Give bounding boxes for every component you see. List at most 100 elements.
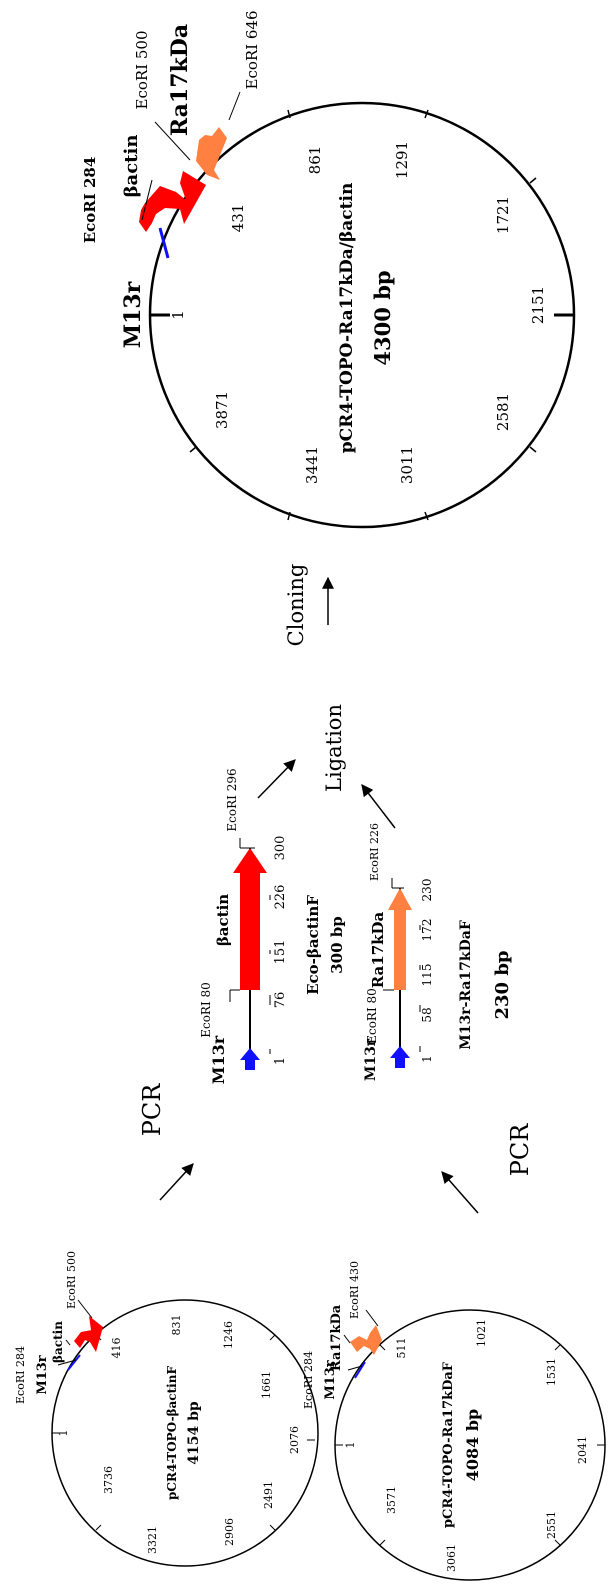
m13r-feature	[67, 1354, 81, 1371]
bactin-feature	[74, 1316, 103, 1352]
m13r-label: M13r	[209, 1035, 228, 1084]
bactin-feature	[233, 848, 267, 990]
bactin-label: βactin	[51, 1321, 65, 1363]
bactin-label: βactin	[121, 135, 142, 198]
leader-line	[154, 121, 191, 161]
ecori-646-label: EcoRI 646	[243, 11, 261, 90]
ecori-226-label: EcoRI 226	[368, 823, 381, 881]
m13r-feature	[158, 227, 170, 259]
tick-mark	[287, 109, 291, 119]
ligation-step: Ligation	[257, 704, 396, 829]
position-label: 1	[169, 310, 187, 320]
tick-mark	[379, 1539, 386, 1546]
ecori-284-label: EcoRI 284	[81, 157, 99, 244]
m13r-label: M13r	[323, 1360, 338, 1399]
plasmid-small-bactin-name: pCR4-TOPO-βactinF	[165, 1366, 179, 1500]
ra17kda-feature	[350, 1325, 382, 1355]
position-label: 1	[420, 1055, 434, 1063]
pcr-label: PCR	[138, 1083, 166, 1137]
position-label: 3736	[102, 1466, 115, 1494]
tick-mark	[269, 1334, 276, 1341]
ra17kda-label: Ra17kDa	[167, 24, 193, 136]
position-label: 416	[110, 1338, 123, 1359]
tick-mark	[529, 446, 537, 453]
m13r-feature	[240, 1048, 260, 1070]
position-label: 172	[420, 919, 434, 942]
ligation-arrow-bottom	[361, 784, 396, 829]
position-label: 1021	[475, 1319, 488, 1347]
position-label: 2906	[223, 1518, 236, 1546]
bactin-feature	[139, 171, 206, 232]
pcr-arrow	[159, 1163, 194, 1201]
position-label: 431	[229, 204, 247, 233]
leader-line	[228, 91, 241, 121]
position-label: 511	[395, 1338, 408, 1359]
tick-mark	[269, 1524, 276, 1531]
position-label: 226	[273, 885, 288, 910]
plasmid-large-size: 4300 bp	[370, 270, 395, 365]
tick-mark	[529, 177, 537, 184]
position-label: 861	[306, 146, 324, 175]
pcr-step-top: PCR	[138, 1083, 194, 1201]
leader-line	[365, 1309, 379, 1327]
cloning-label: Cloning	[284, 564, 308, 647]
position-label: 2041	[576, 1436, 589, 1464]
plasmid-large: M13r EcoRI 284 βactin EcoRI 500 Ra17kDa …	[81, 11, 576, 529]
ra17kda-feature	[388, 888, 412, 990]
m13r-feature	[354, 1361, 366, 1379]
position-label: 1	[344, 1442, 357, 1449]
linear-ra17-name: M13r-Ra17kDaF	[458, 920, 474, 1050]
leader-line	[141, 179, 153, 221]
position-label: 3871	[213, 391, 231, 429]
linear-ra17-construct: M13r EcoRI 80 Ra17kDa EcoRI 226 1 58 115…	[363, 823, 513, 1081]
position-label: 151	[273, 940, 288, 965]
m13r-label: M13r	[35, 1355, 50, 1394]
m13r-label: M13r	[363, 1038, 379, 1081]
ecori-430-label: EcoRI 430	[348, 1261, 361, 1319]
plasmid-large-name: pCR4-TOPO-Ra17kDa/βactin	[337, 183, 357, 454]
linear-bactin-construct: M13r EcoRI 80 βactin EcoRI 296 1 76 151 …	[199, 768, 346, 1084]
plasmid-small-ra17-size: 4084 bp	[463, 1409, 482, 1481]
position-label: 3571	[385, 1486, 398, 1514]
tick-mark	[554, 1344, 561, 1351]
tick-mark	[379, 1344, 386, 1351]
position-label: 58	[420, 1007, 434, 1022]
position-label: 3441	[303, 446, 321, 484]
plasmid-small-bactin: EcoRI 284 M13r βactin EcoRI 500 1 416 83…	[14, 1251, 319, 1567]
ra17kda-feature	[196, 127, 227, 180]
plasmid-small-bactin-size: 4154 bp	[186, 1401, 202, 1465]
position-label: 2581	[494, 393, 512, 431]
linear-bactin-size: 300 bp	[328, 916, 346, 974]
leader-line	[347, 1365, 363, 1371]
position-label: 230	[420, 879, 434, 902]
position-label: 3321	[146, 1526, 159, 1554]
leader-line	[65, 1339, 71, 1346]
plasmid-small-ra17-name: pCR4-TOPO-Ra17kDaF	[441, 1361, 456, 1528]
ligation-arrow-top	[257, 759, 296, 799]
linear-bactin-name: Eco-βactinF	[304, 895, 322, 995]
position-label: 3011	[398, 446, 416, 484]
leader-line	[343, 1334, 351, 1344]
tick-mark	[95, 1524, 102, 1531]
position-label: 115	[420, 964, 434, 987]
position-label: 1	[57, 1430, 70, 1437]
ecori-80-label: EcoRI 80	[199, 982, 213, 1038]
position-label: 1721	[494, 196, 512, 234]
position-label: 76	[273, 992, 288, 1009]
ecori-80-label: EcoRI 80	[365, 988, 379, 1044]
position-label: 300	[273, 836, 288, 861]
ecori-500-label: EcoRI 500	[133, 31, 151, 110]
leader-line	[77, 1299, 93, 1319]
tick-mark	[424, 511, 429, 521]
linear-ra17-size: 230 bp	[492, 950, 513, 1019]
position-label: 2076	[288, 1426, 301, 1454]
position-label: 2491	[262, 1481, 275, 1509]
position-label: 1246	[222, 1321, 235, 1349]
position-label: 1531	[545, 1358, 558, 1386]
ecori-296-label: EcoRI 296	[225, 768, 239, 831]
position-label: 831	[170, 1315, 183, 1336]
tick-mark	[554, 1539, 561, 1546]
pcr-step-bottom: PCR	[441, 1123, 534, 1214]
